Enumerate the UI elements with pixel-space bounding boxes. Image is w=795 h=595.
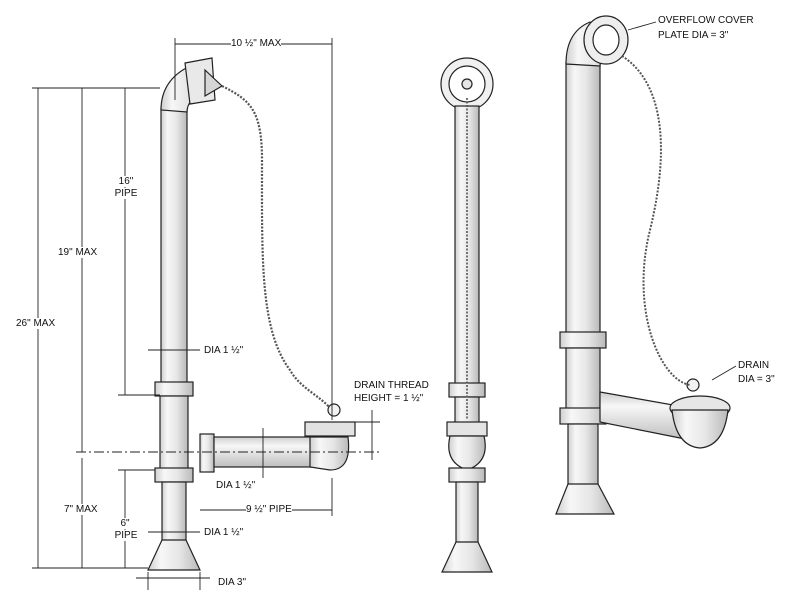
top-width-label: 10 ½" MAX — [231, 38, 282, 49]
front-floor-flange — [441, 541, 493, 573]
overflow-knob — [204, 68, 223, 98]
dia-base-label: DIA 3" — [218, 577, 247, 588]
persp-upper-coupling — [559, 331, 607, 349]
pipe-9-label: 9 ½" PIPE — [246, 504, 292, 515]
lower-coupling — [154, 467, 194, 483]
pipe-16-sub-label: PIPE — [112, 188, 140, 199]
lower-vertical-pipe — [159, 395, 189, 472]
persp-floor-flange — [555, 483, 615, 515]
dia-lower-label: DIA 1 ½" — [204, 527, 244, 538]
perspective-leaders — [627, 21, 737, 381]
front-view-assembly — [440, 57, 494, 573]
pipe-6-label: 6" — [114, 518, 136, 529]
persp-overflow-holes — [592, 24, 620, 56]
pipe-6-sub-label: PIPE — [112, 530, 140, 541]
floor-flange — [147, 539, 201, 571]
drain-cup — [304, 421, 356, 437]
persp-leg-pipe — [567, 423, 599, 487]
main-vertical-pipe — [160, 107, 188, 387]
front-drain-bowl — [448, 435, 486, 471]
persp-mid-pipe — [565, 347, 601, 411]
max-19-label: 19" MAX — [58, 247, 98, 258]
overflow-plate-center — [461, 78, 473, 90]
overflow-label-1: OVERFLOW COVER — [658, 15, 754, 26]
tee-coupling — [199, 433, 215, 473]
persp-main-pipe — [565, 61, 601, 335]
left-view-assembly — [147, 57, 356, 571]
persp-lower-coupling — [559, 407, 607, 425]
upper-coupling — [154, 381, 194, 397]
overflow-label-2: PLATE DIA = 3" — [658, 30, 729, 41]
drain-thread-label-1: DRAIN THREAD — [354, 380, 429, 391]
stopper-ring — [327, 403, 341, 417]
persp-stopper-ring — [686, 378, 700, 392]
pipe-16-label: 16" — [115, 176, 137, 187]
dia-upper-label: DIA 1 ½" — [204, 345, 244, 356]
max-26-label: 26" MAX — [16, 318, 56, 329]
drain-elbow — [309, 436, 350, 471]
drain-label-2: DIA = 3" — [738, 374, 775, 385]
dia-tee-label: DIA 1 ½" — [216, 480, 256, 491]
max-7-label: 7" MAX — [64, 504, 98, 515]
leg-pipe — [161, 481, 187, 543]
stopper-chain — [221, 85, 331, 409]
perspective-view-assembly — [555, 15, 731, 515]
front-drain-cup — [446, 421, 488, 437]
front-lower-coupling — [448, 467, 486, 483]
persp-chain — [621, 55, 691, 386]
drain-label-1: DRAIN — [738, 360, 770, 371]
persp-drain-body — [671, 409, 729, 449]
drain-thread-label-2: HEIGHT = 1 ½" — [354, 393, 424, 404]
front-leg-pipe — [455, 481, 479, 545]
